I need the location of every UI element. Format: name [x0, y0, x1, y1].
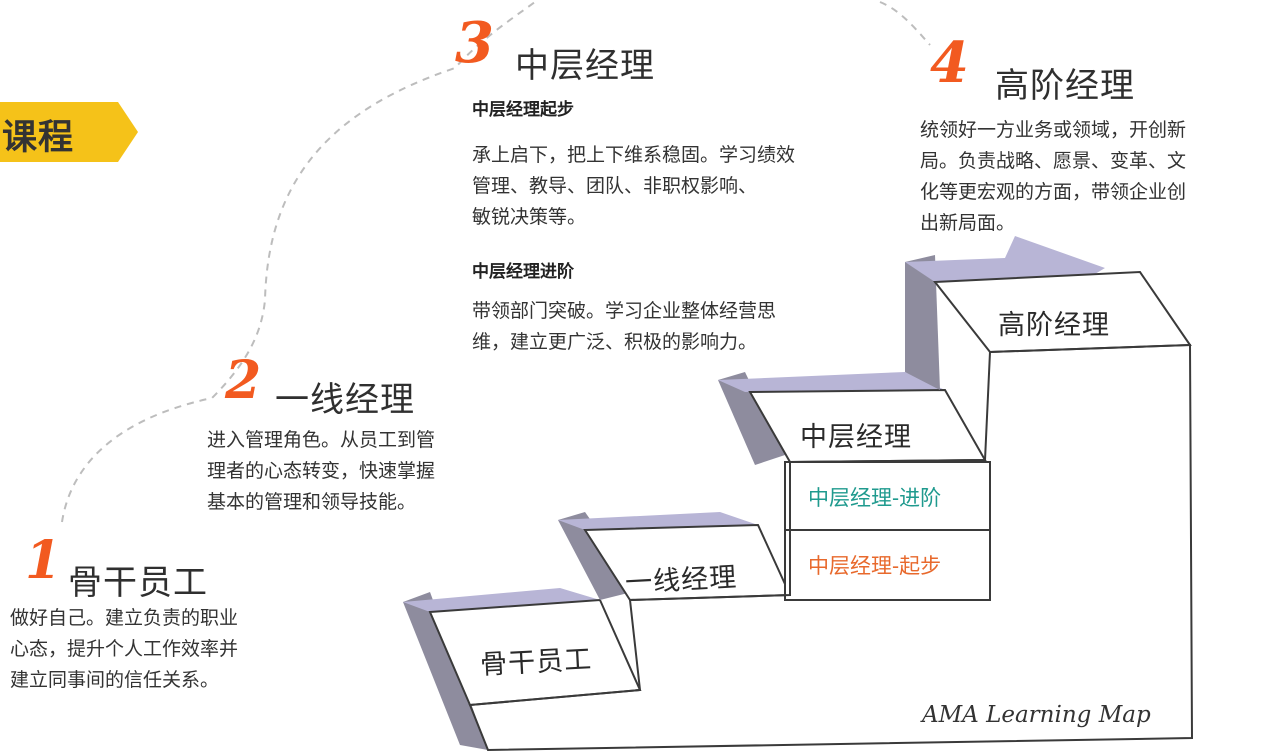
- step3-riser-side: [718, 372, 785, 465]
- stage4-title: 高阶经理: [995, 66, 1135, 106]
- stage3-sub1-heading: 中层经理起步: [472, 100, 574, 120]
- course-badge-label: 课程: [2, 118, 75, 158]
- stage2-number: 2: [225, 350, 262, 411]
- step3-tread: [718, 372, 945, 392]
- stage3-sub2-desc: 带领部门突破。学习企业整体经营思 维，建立更广泛、积极的影响力。: [472, 300, 777, 353]
- stage1-desc: 做好自己。建立负责的职业 心态，提升个人工作效率并 建立同事间的信任关系。: [10, 607, 239, 691]
- step-label-3: 中层经理: [800, 422, 912, 453]
- step1-riser-side: [403, 592, 488, 750]
- staircase-base: [468, 343, 1194, 752]
- stage3-title: 中层经理: [515, 46, 655, 86]
- step-label-1: 骨干员工: [479, 644, 593, 681]
- step-label-4: 高阶经理: [998, 310, 1110, 341]
- step1-tread: [403, 588, 600, 612]
- stage3-number: 3: [455, 10, 494, 76]
- stage2-title: 一线经理: [275, 380, 415, 420]
- stage2-desc: 进入管理角色。从员工到管 理者的心态转变，快速掌握 基本的管理和领导技能。: [207, 429, 436, 513]
- stage1-number: 1: [25, 530, 62, 591]
- progress-dashed-path: [61, 1, 931, 523]
- step-sub-advanced: 中层经理-进阶: [808, 486, 942, 510]
- stage1-title: 骨干员工: [68, 563, 208, 603]
- stage4-number: 4: [930, 30, 969, 96]
- stage4-desc: 统领好一方业务或领域，开创新 局。负责战略、愿景、变革、文 化等更宏观的方面，带…: [920, 119, 1187, 234]
- step3-sub-box-starter: [784, 529, 991, 601]
- step-label-2: 一线经理: [624, 562, 738, 599]
- stage3-sub1-desc: 承上启下，把上下维系稳固。学习绩效 管理、教导、团队、非职权影响、 敏锐决策等。: [472, 144, 796, 228]
- course-badge: [0, 102, 138, 162]
- stage3-sub2-heading: 中层经理进阶: [472, 262, 574, 282]
- step-sub-starter: 中层经理-起步: [808, 554, 942, 578]
- signature-text: AMA Learning Map: [922, 702, 1151, 728]
- step4-riser-side: [905, 255, 940, 390]
